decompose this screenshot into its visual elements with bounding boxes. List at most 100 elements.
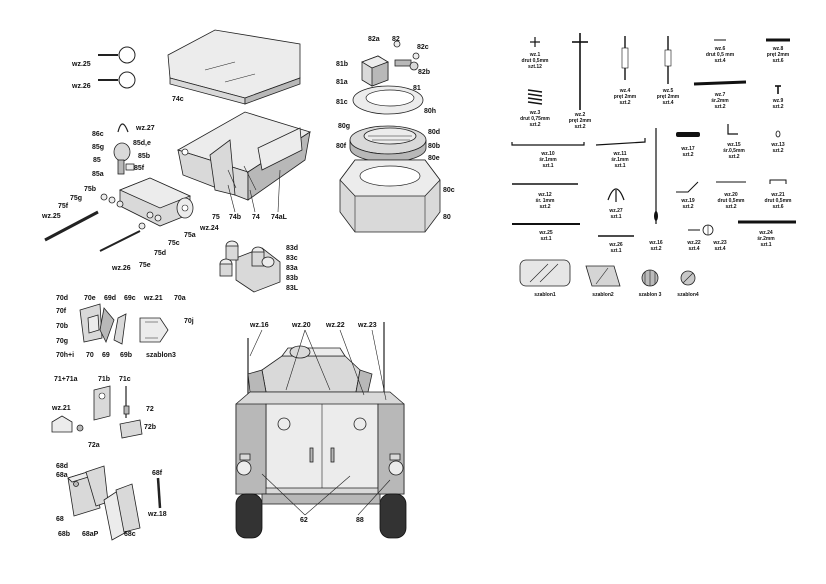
template-szablon4: szablon4 — [677, 270, 699, 298]
svg-text:drut 0,5mm: drut 0,5mm — [522, 58, 550, 64]
svg-text:szt.2: szt.2 — [772, 148, 783, 154]
svg-text:wz.10: wz.10 — [540, 151, 555, 157]
svg-text:szt.2: szt.2 — [682, 204, 693, 210]
svg-text:wz.19: wz.19 — [680, 198, 695, 204]
label-69d: 69d — [104, 295, 116, 302]
label-wz26-top: wz.26 — [71, 83, 91, 90]
wire-part-wz6: wz.6 drut 0,5 mm szt.4 — [706, 39, 735, 64]
svg-text:drut 0,5mm: drut 0,5mm — [718, 198, 746, 204]
jerrycan-68 — [67, 465, 162, 541]
label-80h: 80h — [424, 108, 436, 115]
svg-text:drut 0,75mm: drut 0,75mm — [520, 116, 550, 122]
svg-text:wz.20: wz.20 — [723, 192, 738, 198]
label-wz20-rear: wz.20 — [291, 322, 311, 329]
label-83d: 83d — [286, 245, 298, 252]
label-wz18: wz.18 — [147, 511, 167, 518]
label-74al: 74aL — [271, 214, 288, 221]
hull-top-plate-74c — [167, 29, 301, 105]
label-wz21-peri: wz.21 — [143, 295, 163, 302]
wire-part-wz11: wz.11 śr.1mm szt.1 — [595, 138, 646, 169]
turret-ring-80h — [352, 85, 424, 115]
label-69c: 69c — [124, 295, 136, 302]
label-68c: 68c — [124, 531, 136, 538]
label-82c: 82c — [417, 44, 429, 51]
svg-text:szt.2: szt.2 — [728, 154, 739, 160]
wire-part-wz26: wz.26 szt.1 — [598, 235, 634, 254]
label-75b: 75b — [84, 186, 96, 193]
label-68: 68 — [56, 516, 64, 523]
svg-text:pręt 2mm: pręt 2mm — [569, 118, 592, 124]
label-72b: 72b — [144, 424, 156, 431]
label-wz25-top: wz.25 — [71, 61, 91, 68]
svg-text:szt.1: szt.1 — [540, 236, 551, 242]
svg-text:wz.24: wz.24 — [758, 230, 773, 236]
svg-text:szt.1: szt.1 — [614, 163, 625, 169]
svg-text:wz.3: wz.3 — [529, 110, 541, 116]
label-71b: 71b — [98, 376, 110, 383]
wire-part-wz16: wz.16 szt.2 — [648, 128, 663, 252]
label-74: 74 — [252, 214, 260, 221]
label-70b: 70b — [56, 323, 68, 330]
gun-assembly-75 — [44, 123, 194, 252]
svg-text:wz.5: wz.5 — [662, 88, 674, 94]
svg-text:wz.8: wz.8 — [772, 46, 784, 52]
svg-text:szablon4: szablon4 — [677, 292, 699, 298]
label-82: 82 — [392, 36, 400, 43]
label-85b: 85b — [138, 153, 150, 160]
svg-text:szt.2: szt.2 — [650, 246, 661, 252]
wire-part-wz4: wz.4 pręt 2mm szt.2 — [614, 36, 637, 106]
label-83l: 83L — [286, 285, 299, 292]
svg-text:wz.7: wz.7 — [714, 92, 726, 98]
label-88: 88 — [356, 517, 364, 524]
svg-text:szablon2: szablon2 — [592, 292, 614, 298]
label-68b: 68b — [58, 531, 70, 538]
periscope-70 — [79, 303, 169, 345]
wire-part-wz5: wz.5 pręt 2mm szt.4 — [657, 36, 680, 106]
wire-part-wz15: wz.15 śr.0,5mm szt.2 — [723, 124, 745, 160]
label-70f: 70f — [56, 308, 67, 315]
part-71 — [51, 385, 143, 439]
svg-text:śr.2mm: śr.2mm — [757, 236, 775, 242]
svg-text:szt.4: szt.4 — [662, 100, 673, 106]
svg-text:szt.1: szt.1 — [542, 163, 553, 169]
svg-text:szt.1: szt.1 — [760, 242, 771, 248]
wire-part-wz13: wz.13 szt.2 — [770, 130, 785, 154]
wire-part-wz17: wz.17 szt.2 — [676, 132, 700, 158]
wire-part-wz21: wz.21 drut 0,5mm szt.6 — [765, 179, 792, 210]
wire-part-wz19: wz.19 szt.2 — [676, 181, 699, 210]
svg-text:śr.2mm: śr.2mm — [711, 98, 729, 104]
svg-text:pręt 2mm: pręt 2mm — [614, 94, 637, 100]
label-68ap: 68aP — [82, 531, 99, 538]
wire-part-wz23: wz.23 szt.4 — [702, 224, 727, 252]
wire-part-wz27: wz.27 szt.1 — [607, 188, 625, 220]
svg-text:wz.25: wz.25 — [538, 230, 553, 236]
svg-text:szt.2: szt.2 — [714, 104, 725, 110]
svg-text:wz.4: wz.4 — [619, 88, 631, 94]
turret-part-81 — [361, 40, 420, 87]
label-wz25-left: wz.25 — [41, 213, 61, 220]
label-68f: 68f — [152, 470, 163, 477]
svg-text:szt.2: szt.2 — [539, 204, 550, 210]
label-83a: 83a — [286, 265, 298, 272]
label-70d: 70d — [56, 295, 68, 302]
svg-text:szt.6: szt.6 — [772, 204, 783, 210]
wire-part-wz3: wz.3 drut 0,75mm szt.2 — [520, 89, 550, 128]
label-wz16-rear: wz.16 — [249, 322, 269, 329]
wire-part-wz22: wz.22 szt.4 — [686, 229, 701, 252]
svg-text:wz.2: wz.2 — [574, 112, 586, 118]
svg-text:wz.26: wz.26 — [608, 242, 623, 248]
svg-text:szt.4: szt.4 — [714, 246, 725, 252]
svg-text:wz.23: wz.23 — [712, 240, 727, 246]
label-75d: 75d — [154, 250, 166, 257]
label-62: 62 — [300, 517, 308, 524]
turret-roof-80d — [349, 125, 427, 163]
wire-part-wz25: wz.25 szt.1 — [512, 223, 580, 242]
svg-text:szt.2: szt.2 — [682, 152, 693, 158]
label-85g: 85g — [92, 144, 104, 151]
svg-text:szt.4: szt.4 — [688, 246, 699, 252]
label-wz22-rear: wz.22 — [325, 322, 345, 329]
label-80d: 80d — [428, 129, 440, 136]
label-wz21-mid: wz.21 — [51, 405, 71, 412]
wire-part-wz2: wz.2 pręt 2mm szt.2 — [569, 33, 592, 130]
